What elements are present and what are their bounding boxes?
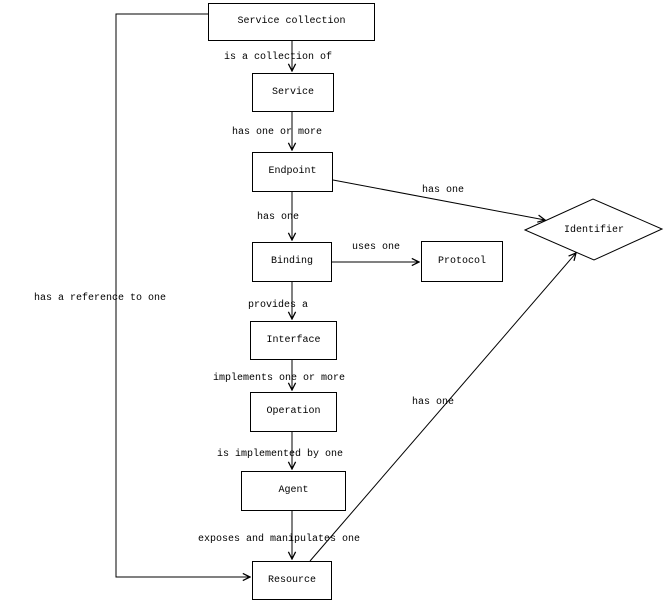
edge-label-is-a-collection-of: is a collection of — [224, 52, 333, 63]
edge-endpoint-to-identifier — [332, 179, 545, 220]
node-operation: Operation — [250, 392, 337, 432]
edge-label-has-one-or-more: has one or more — [232, 127, 323, 138]
node-resource-label: Resource — [267, 574, 316, 586]
node-binding-label: Binding — [270, 256, 313, 267]
edge-label-is-implemented-by-one: is implemented by one — [217, 449, 344, 460]
edge-label-has-one-resource-identifier: has one — [412, 397, 455, 408]
node-protocol-label: Protocol — [437, 255, 486, 267]
node-agent-label: Agent — [278, 485, 309, 496]
edge-label-has-one-endpoint-binding: has one — [257, 212, 300, 223]
edge-label-has-one-endpoint-identifier: has one — [422, 185, 465, 196]
node-identifier-label: Identifier — [563, 225, 624, 236]
node-resource: Resource — [252, 561, 332, 600]
node-service-collection-label: Service collection — [237, 16, 346, 27]
edge-label-uses-one: uses one — [352, 242, 401, 253]
edge-label-exposes-and-manipulates-one: exposes and manipulates one — [198, 534, 361, 545]
node-service-collection: Service collection — [208, 3, 375, 41]
node-protocol: Protocol — [421, 241, 503, 282]
node-identifier-diamond — [523, 198, 664, 261]
node-service: Service — [252, 73, 334, 112]
node-interface: Interface — [250, 321, 337, 360]
edge-collection-to-resource — [115, 13, 250, 577]
edge-label-has-a-reference-to-one: has a reference to one — [34, 293, 167, 304]
edge-resource-to-identifier — [309, 253, 576, 562]
edge-label-implements-one-or-more: implements one or more — [213, 373, 346, 384]
edge-label-provides-a: provides a — [248, 300, 309, 311]
node-binding: Binding — [252, 242, 332, 282]
node-service-label: Service — [271, 86, 314, 98]
node-operation-label: Operation — [266, 406, 321, 417]
node-interface-label: Interface — [266, 334, 321, 346]
node-endpoint: Endpoint — [252, 152, 333, 192]
node-endpoint-label: Endpoint — [268, 166, 317, 177]
node-agent: Agent — [241, 471, 346, 511]
